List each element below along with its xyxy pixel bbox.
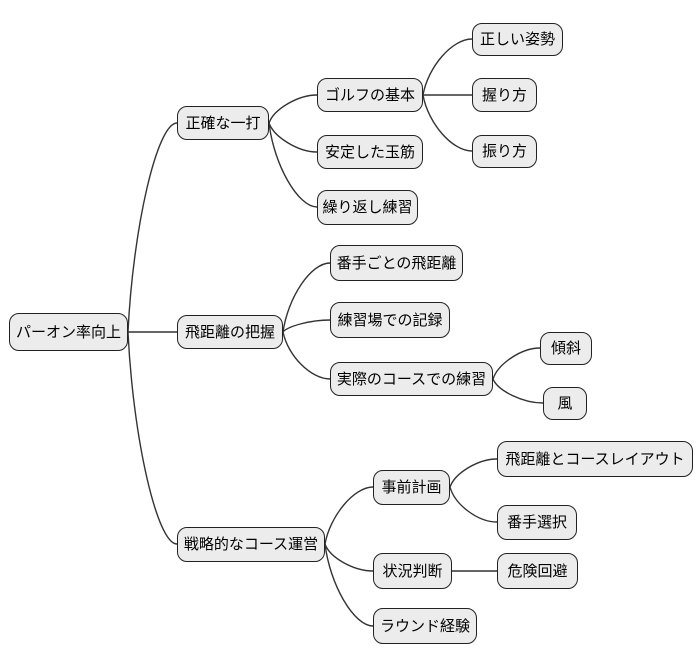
node-club-selection: 番手選択: [497, 505, 577, 540]
node-strategic-course-management: 戦略的なコース運営: [177, 527, 325, 562]
edge-golf-basics-correct-posture: [422, 38, 473, 96]
edge-distance-awareness-on-course-practice: [282, 331, 331, 380]
node-round-experience: ラウンド経験: [373, 608, 477, 644]
edge-on-course-practice-wind: [492, 378, 544, 404]
node-advance-planning: 事前計画: [373, 470, 450, 505]
node-correct-posture: 正しい姿勢: [472, 23, 563, 56]
node-accurate-shot: 正確な一打: [177, 106, 269, 140]
node-distance-and-course-layout: 飛距離とコースレイアウト: [497, 441, 693, 477]
edge-strategic-situation-judgment: [324, 543, 374, 572]
node-situation-judgment: 状況判断: [373, 553, 452, 589]
edge-accurate-shot-stable-ball-flight: [268, 122, 318, 153]
node-grip: 握り方: [472, 78, 537, 112]
edge-root-accurate-shot: [127, 122, 178, 333]
edge-advance-planning-club-selection: [449, 486, 498, 523]
edge-root-strategic-course-management: [127, 331, 178, 545]
node-root: パーオン率向上: [9, 313, 128, 351]
edge-strategic-round-experience: [324, 543, 374, 627]
edge-accurate-shot-repeated-practice: [268, 122, 318, 208]
edge-advance-planning-distance-and-course-layout: [449, 458, 498, 488]
node-risk-avoidance: 危険回避: [497, 553, 578, 589]
edge-golf-basics-swing: [422, 94, 473, 152]
node-wind: 風: [543, 387, 587, 420]
node-distance-awareness: 飛距離の把握: [177, 315, 283, 349]
node-golf-basics: ゴルフの基本: [317, 78, 423, 112]
node-slope: 傾斜: [540, 332, 592, 365]
node-swing: 振り方: [472, 135, 537, 168]
edge-on-course-practice-slope: [492, 347, 541, 380]
edge-accurate-shot-golf-basics: [268, 94, 318, 124]
node-on-course-practice: 実際のコースでの練習: [330, 362, 493, 396]
node-repeated-practice: 繰り返し練習: [317, 190, 418, 225]
edge-strategic-advance-planning: [324, 486, 374, 545]
node-range-records: 練習場での記録: [330, 302, 450, 338]
node-stable-ball-flight: 安定した玉筋: [317, 135, 423, 169]
node-distance-per-club: 番手ごとの飛距離: [330, 245, 463, 281]
edge-distance-awareness-range-records: [282, 319, 331, 333]
edge-distance-awareness-distance-per-club: [282, 262, 331, 333]
